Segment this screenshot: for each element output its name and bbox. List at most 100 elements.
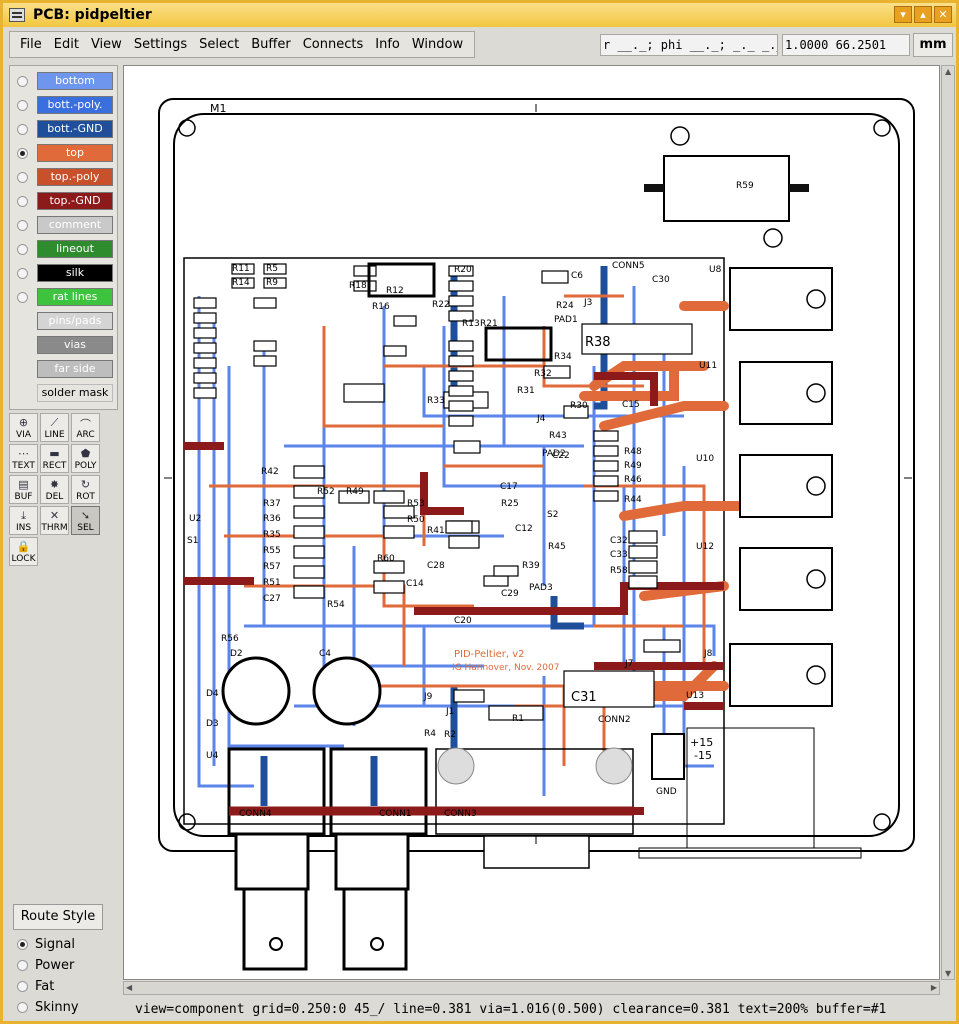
layer-active-radio[interactable] — [17, 124, 28, 135]
layer-active-radio[interactable] — [17, 220, 28, 231]
layer-toggle-button[interactable]: lineout — [37, 240, 113, 258]
layer-toggle-button[interactable]: silk — [37, 264, 113, 282]
layer-toggle-button[interactable]: bottom — [37, 72, 113, 90]
scroll-left-icon[interactable]: ◀ — [126, 983, 133, 992]
route-style-radio[interactable] — [17, 939, 28, 950]
layer-toggle-button[interactable]: far side — [37, 360, 113, 378]
tool-label: RECT — [42, 461, 67, 471]
tool-label: ROT — [76, 492, 95, 502]
menu-connects[interactable]: Connects — [302, 37, 364, 52]
pcb-drawing-canvas[interactable]: M1 — [123, 65, 940, 980]
layer-active-radio[interactable] — [17, 268, 28, 279]
tool-ins-button[interactable]: ⤓INS — [9, 506, 38, 535]
scroll-up-icon[interactable]: ▲ — [945, 67, 952, 76]
tool-line-button[interactable]: ⟋LINE — [40, 413, 69, 442]
svg-text:C32: C32 — [610, 536, 628, 546]
layer-row: solder mask — [10, 382, 119, 404]
layer-active-radio[interactable] — [17, 148, 28, 159]
layer-toggle-button[interactable]: pins/pads — [37, 312, 113, 330]
route-style-radio[interactable] — [17, 1002, 28, 1013]
tool-rot-button[interactable]: ↻ROT — [71, 475, 100, 504]
layer-active-radio[interactable] — [17, 76, 28, 87]
tool-sel-button[interactable]: ➘SEL — [71, 506, 100, 535]
menu-file[interactable]: File — [20, 37, 42, 52]
svg-text:J4: J4 — [536, 414, 546, 424]
svg-text:R32: R32 — [534, 369, 552, 379]
svg-text:C12: C12 — [515, 524, 533, 534]
layer-active-radio[interactable] — [17, 100, 28, 111]
layer-active-radio[interactable] — [17, 292, 28, 303]
tool-rect-button[interactable]: ▬RECT — [40, 444, 69, 473]
svg-text:D4: D4 — [206, 689, 219, 699]
menu-window[interactable]: Window — [411, 37, 464, 52]
layer-toggle-button[interactable]: bott.-poly. — [37, 96, 113, 114]
layer-toggle-button[interactable]: top — [37, 144, 113, 162]
menu-settings[interactable]: Settings — [133, 37, 188, 52]
svg-text:C20: C20 — [454, 616, 472, 626]
menu-view[interactable]: View — [90, 37, 122, 52]
layer-active-radio[interactable] — [17, 172, 28, 183]
pcb-outline — [183, 257, 725, 825]
svg-text:R21: R21 — [480, 319, 498, 329]
scroll-right-icon[interactable]: ▶ — [930, 983, 937, 992]
tool-arc-button[interactable]: ⌒ARC — [71, 413, 100, 442]
layer-toggle-button[interactable]: rat lines — [37, 288, 113, 306]
buffer-icon: ▤ — [18, 478, 29, 491]
route-style-fat-option[interactable]: Fat — [17, 978, 54, 996]
scroll-down-icon[interactable]: ▼ — [945, 969, 952, 978]
minimize-icon[interactable]: ▾ — [894, 6, 912, 23]
tool-poly-button[interactable]: ⬟POLY — [71, 444, 100, 473]
route-style-signal-option[interactable]: Signal — [17, 936, 75, 954]
route-style-radio[interactable] — [17, 981, 28, 992]
layer-toggle-button[interactable]: bott.-GND — [37, 120, 113, 138]
tool-lock-button[interactable]: 🔒LOCK — [9, 537, 38, 566]
route-style-button[interactable]: Route Style — [13, 904, 103, 930]
menu-select[interactable]: Select — [199, 37, 240, 52]
svg-text:J3: J3 — [583, 298, 592, 308]
route-style-skinny-option[interactable]: Skinny — [17, 999, 79, 1017]
layer-row: pins/pads — [10, 310, 119, 332]
route-style-label: Signal — [35, 937, 75, 952]
tool-label: VIA — [16, 430, 31, 440]
vertical-scrollbar[interactable]: ▲ ▼ — [941, 65, 955, 980]
tool-thrm-button[interactable]: ✕THRM — [40, 506, 69, 535]
units-toggle-button[interactable]: mm — [913, 33, 953, 57]
svg-text:R37: R37 — [263, 499, 281, 509]
svg-text:R53: R53 — [407, 499, 425, 509]
menu-edit[interactable]: Edit — [53, 37, 79, 52]
svg-text:R14: R14 — [232, 278, 250, 288]
horizontal-scrollbar[interactable]: ◀ ▶ — [123, 981, 940, 995]
tool-del-button[interactable]: ✸DEL — [40, 475, 69, 504]
layer-toggle-button[interactable]: comment — [37, 216, 113, 234]
tool-label: SEL — [77, 523, 94, 533]
svg-text:U11: U11 — [699, 361, 717, 371]
tool-buf-button[interactable]: ▤BUF — [9, 475, 38, 504]
close-icon[interactable]: ✕ — [934, 6, 952, 23]
maximize-icon[interactable]: ▴ — [914, 6, 932, 23]
svg-text:R46: R46 — [624, 475, 642, 485]
conn1-footprint — [435, 748, 634, 835]
layer-toggle-button[interactable]: top.-poly — [37, 168, 113, 186]
tool-label: TEXT — [12, 461, 35, 471]
layer-toggle-button[interactable]: solder mask — [37, 384, 113, 402]
layer-toggle-button[interactable]: vias — [37, 336, 113, 354]
route-style-radio[interactable] — [17, 960, 28, 971]
svg-text:C30: C30 — [652, 275, 670, 285]
title-bar[interactable]: PCB: pidpeltier ▾ ▴ ✕ — [3, 3, 956, 27]
select-arrow-icon: ➘ — [80, 509, 91, 522]
tool-text-button[interactable]: ⋯TEXT — [9, 444, 38, 473]
layer-row: far side — [10, 358, 119, 380]
layer-active-radio[interactable] — [17, 196, 28, 207]
tool-via-button[interactable]: ⊕VIA — [9, 413, 38, 442]
menu-info[interactable]: Info — [375, 37, 400, 52]
layer-toggle-button[interactable]: top.-GND — [37, 192, 113, 210]
svg-text:R2: R2 — [444, 730, 456, 740]
menu-buffer[interactable]: Buffer — [251, 37, 291, 52]
svg-text:C17: C17 — [500, 482, 518, 492]
conn3-footprint — [651, 733, 685, 780]
svg-text:R34: R34 — [554, 352, 572, 362]
svg-text:R38: R38 — [585, 335, 611, 350]
svg-text:-15: -15 — [694, 749, 712, 762]
layer-active-radio[interactable] — [17, 244, 28, 255]
route-style-power-option[interactable]: Power — [17, 957, 74, 975]
